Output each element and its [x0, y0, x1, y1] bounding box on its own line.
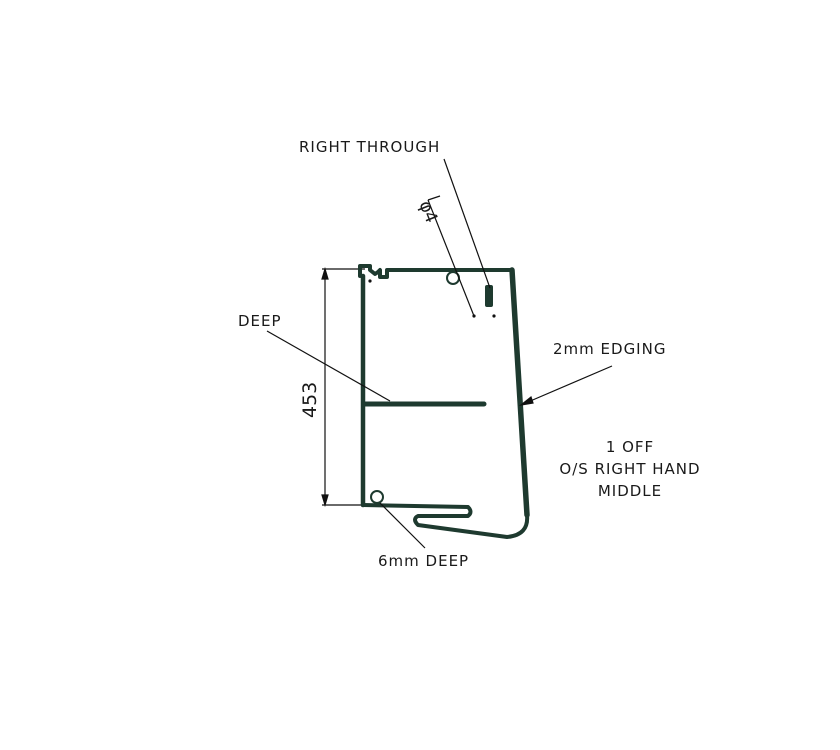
panel-profile — [358, 264, 530, 539]
leader-lines — [266, 158, 613, 549]
quantity-label: 1 OFF — [605, 438, 655, 456]
groove-depth-label: 6mm DEEP — [378, 552, 470, 570]
slot — [485, 285, 493, 307]
marker-dots — [368, 279, 496, 318]
edging-label: 2mm EDGING — [553, 340, 667, 358]
height-dimension — [321, 266, 365, 508]
holes — [370, 271, 460, 504]
deep-label: DEEP — [238, 312, 282, 330]
position-label: MIDDLE — [597, 482, 663, 500]
height-dimension-value: 453 — [299, 381, 321, 418]
orientation-label: O/S RIGHT HAND — [559, 460, 701, 478]
right-through-label: RIGHT THROUGH — [299, 138, 441, 156]
bottom-hole-icon — [370, 490, 384, 504]
